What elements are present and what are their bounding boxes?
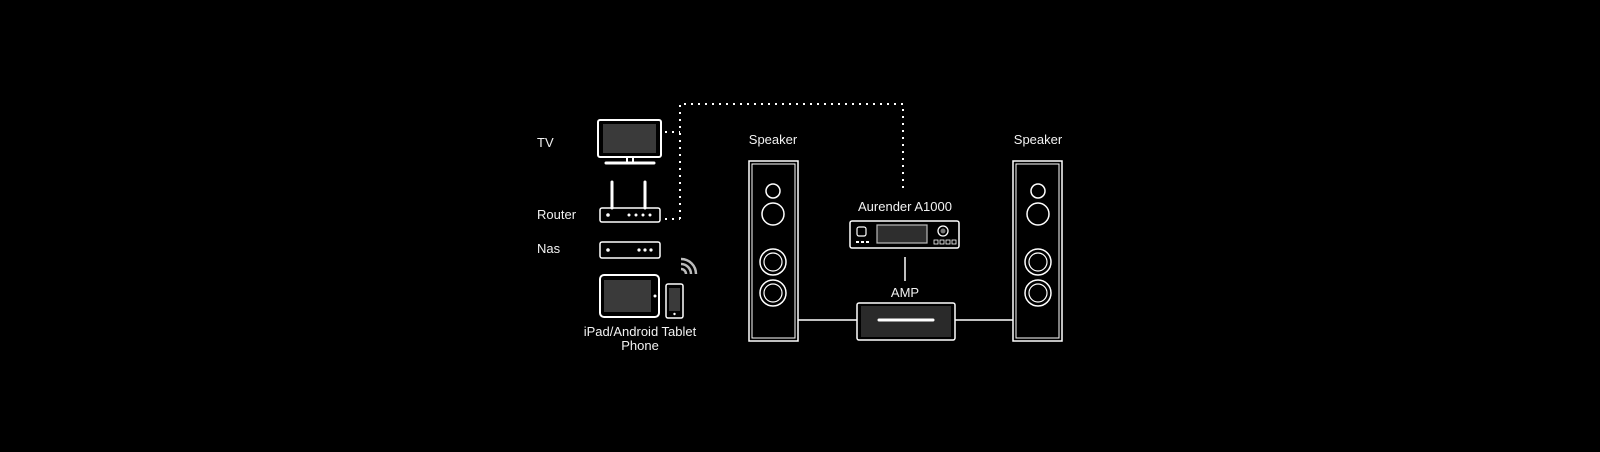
nas-label: Nas — [537, 241, 561, 256]
aurender-label: Aurender A1000 — [858, 199, 952, 214]
tv-icon — [597, 119, 662, 165]
tablet-label: iPad/Android Tablet Phone — [570, 325, 710, 353]
tv-label: TV — [537, 135, 554, 150]
aurender-a1000-icon — [849, 220, 960, 249]
router-icon — [599, 180, 661, 223]
network-connection — [665, 103, 904, 220]
nas-icon — [599, 241, 661, 259]
tablet-label-line2: Phone — [621, 338, 659, 353]
router-label: Router — [537, 207, 577, 222]
tablet-label-line1: iPad/Android Tablet — [583, 324, 697, 339]
amp-icon — [856, 302, 956, 341]
tablet-icon — [599, 274, 660, 318]
speaker-right-icon — [1012, 160, 1063, 342]
speaker-left-icon — [748, 160, 799, 342]
speaker-right-label: Speaker — [1013, 132, 1063, 147]
phone-icon — [665, 283, 684, 319]
amp-label: AMP — [890, 285, 920, 300]
wifi-icon — [680, 257, 698, 275]
audio-connection — [798, 257, 1013, 321]
speaker-left-label: Speaker — [748, 132, 798, 147]
